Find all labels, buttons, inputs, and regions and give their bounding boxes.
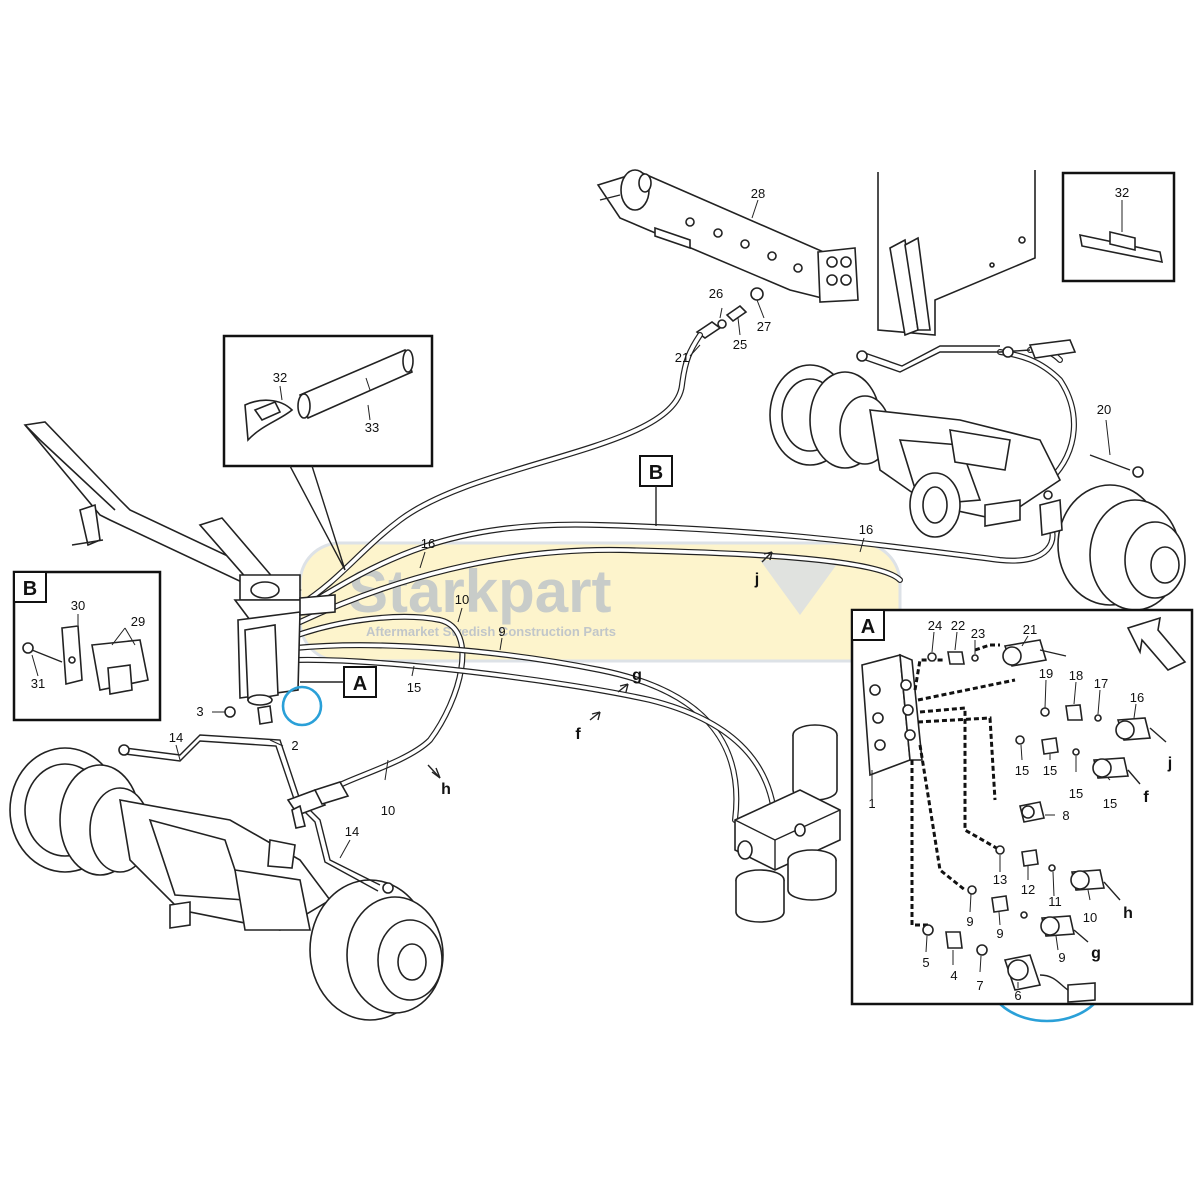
detail-A-label-9c: 9	[1058, 950, 1065, 965]
accumulators	[734, 724, 841, 923]
label-21: 21	[675, 350, 689, 365]
detail-B-label-30: 30	[71, 598, 85, 613]
detail-A-title: A	[861, 616, 875, 638]
detail-A-label-4: 4	[950, 968, 957, 983]
detail-A-label-1: 1	[868, 796, 875, 811]
main-leaders	[175, 199, 865, 859]
detail-A-label-24: 24	[928, 618, 942, 633]
detail-A-label-h: h	[1123, 905, 1133, 922]
label-j: j	[754, 571, 759, 588]
rear-axle	[769, 364, 1186, 611]
detail-B-label-29: 29	[131, 614, 145, 629]
label-2: 2	[291, 738, 298, 753]
detail-A-label-15a: 15	[1015, 763, 1029, 778]
callout-A-label: A	[353, 673, 367, 695]
label-f: f	[575, 726, 581, 743]
main-labels: 28 26 25 27 21 20 16 16 j 10 9 15 g f h …	[169, 186, 1111, 839]
fittings-group-top	[695, 287, 765, 339]
detail-A-label-19: 19	[1039, 666, 1053, 681]
hydraulic-tank-frame	[596, 169, 1036, 337]
label-16a: 16	[421, 536, 435, 551]
detail-A-label-9b: 9	[996, 926, 1003, 941]
detail-A-label-8: 8	[1062, 808, 1069, 823]
label-16b: 16	[859, 522, 873, 537]
watermark-brand: Starkpart	[348, 558, 611, 625]
detail-A-label-6: 6	[1014, 988, 1021, 1003]
inset-hose-guard: 32 33	[222, 334, 434, 571]
label-26: 26	[709, 286, 723, 301]
detail-A-label-10: 10	[1083, 910, 1097, 925]
callout-A: A	[300, 666, 377, 698]
detail-A-label-15d: 15	[1103, 796, 1117, 811]
detail-B-title: B	[23, 578, 37, 600]
detail-A-label-5: 5	[922, 955, 929, 970]
detail-A-label-12: 12	[1021, 882, 1035, 897]
label-27: 27	[757, 319, 771, 334]
label-9: 9	[498, 624, 505, 639]
detail-A-label-g: g	[1091, 945, 1101, 962]
callout-B: B	[639, 455, 673, 526]
label-28: 28	[751, 186, 765, 201]
highlight-circle-valve	[281, 685, 323, 727]
rear-brake-pipe	[856, 339, 1144, 478]
watermark-tagline: Aftermarket Swedish Construction Parts	[366, 624, 616, 639]
detail-B-label-31: 31	[31, 676, 45, 691]
inset-right-label-32: 32	[1115, 185, 1129, 200]
hydraulic-hoses	[292, 332, 1077, 823]
inset-top-label-32: 32	[273, 370, 287, 385]
brake-pedal-valve	[23, 421, 336, 725]
label-3: 3	[196, 704, 203, 719]
detail-A-label-15c: 15	[1069, 786, 1083, 801]
detail-A-label-23: 23	[971, 626, 985, 641]
callout-B-label: B	[649, 462, 663, 484]
detail-A-label-18: 18	[1069, 668, 1083, 683]
detail-A-label-11: 11	[1048, 894, 1062, 909]
label-10a: 10	[455, 592, 469, 607]
detail-A-label-22: 22	[951, 618, 965, 633]
front-axle	[9, 747, 444, 1021]
detail-A-label-13: 13	[993, 872, 1007, 887]
inset-clip: 32	[1061, 171, 1176, 283]
detail-A-label-j: j	[1167, 755, 1172, 772]
detail-A-label-7: 7	[976, 978, 983, 993]
detail-B: B 30 29 31	[12, 570, 162, 722]
label-15: 15	[407, 680, 421, 695]
label-14b: 14	[345, 824, 359, 839]
detail-A-label-16: 16	[1130, 690, 1144, 705]
label-14a: 14	[169, 730, 183, 745]
inset-top-label-33: 33	[365, 420, 379, 435]
label-10b: 10	[381, 803, 395, 818]
detail-A-label-15b: 15	[1043, 763, 1057, 778]
label-25: 25	[733, 337, 747, 352]
label-20: 20	[1097, 402, 1111, 417]
detail-A-label-21: 21	[1023, 622, 1037, 637]
detail-A-label-9a: 9	[966, 914, 973, 929]
label-h: h	[441, 781, 451, 798]
watermark: Starkpart Aftermarket Swedish Constructi…	[298, 541, 902, 663]
front-brake-pipe	[118, 734, 394, 894]
detail-A-label-17: 17	[1094, 676, 1108, 691]
detail-A: A	[850, 608, 1194, 1006]
label-g: g	[632, 667, 642, 684]
detail-A-label-f: f	[1143, 789, 1149, 806]
